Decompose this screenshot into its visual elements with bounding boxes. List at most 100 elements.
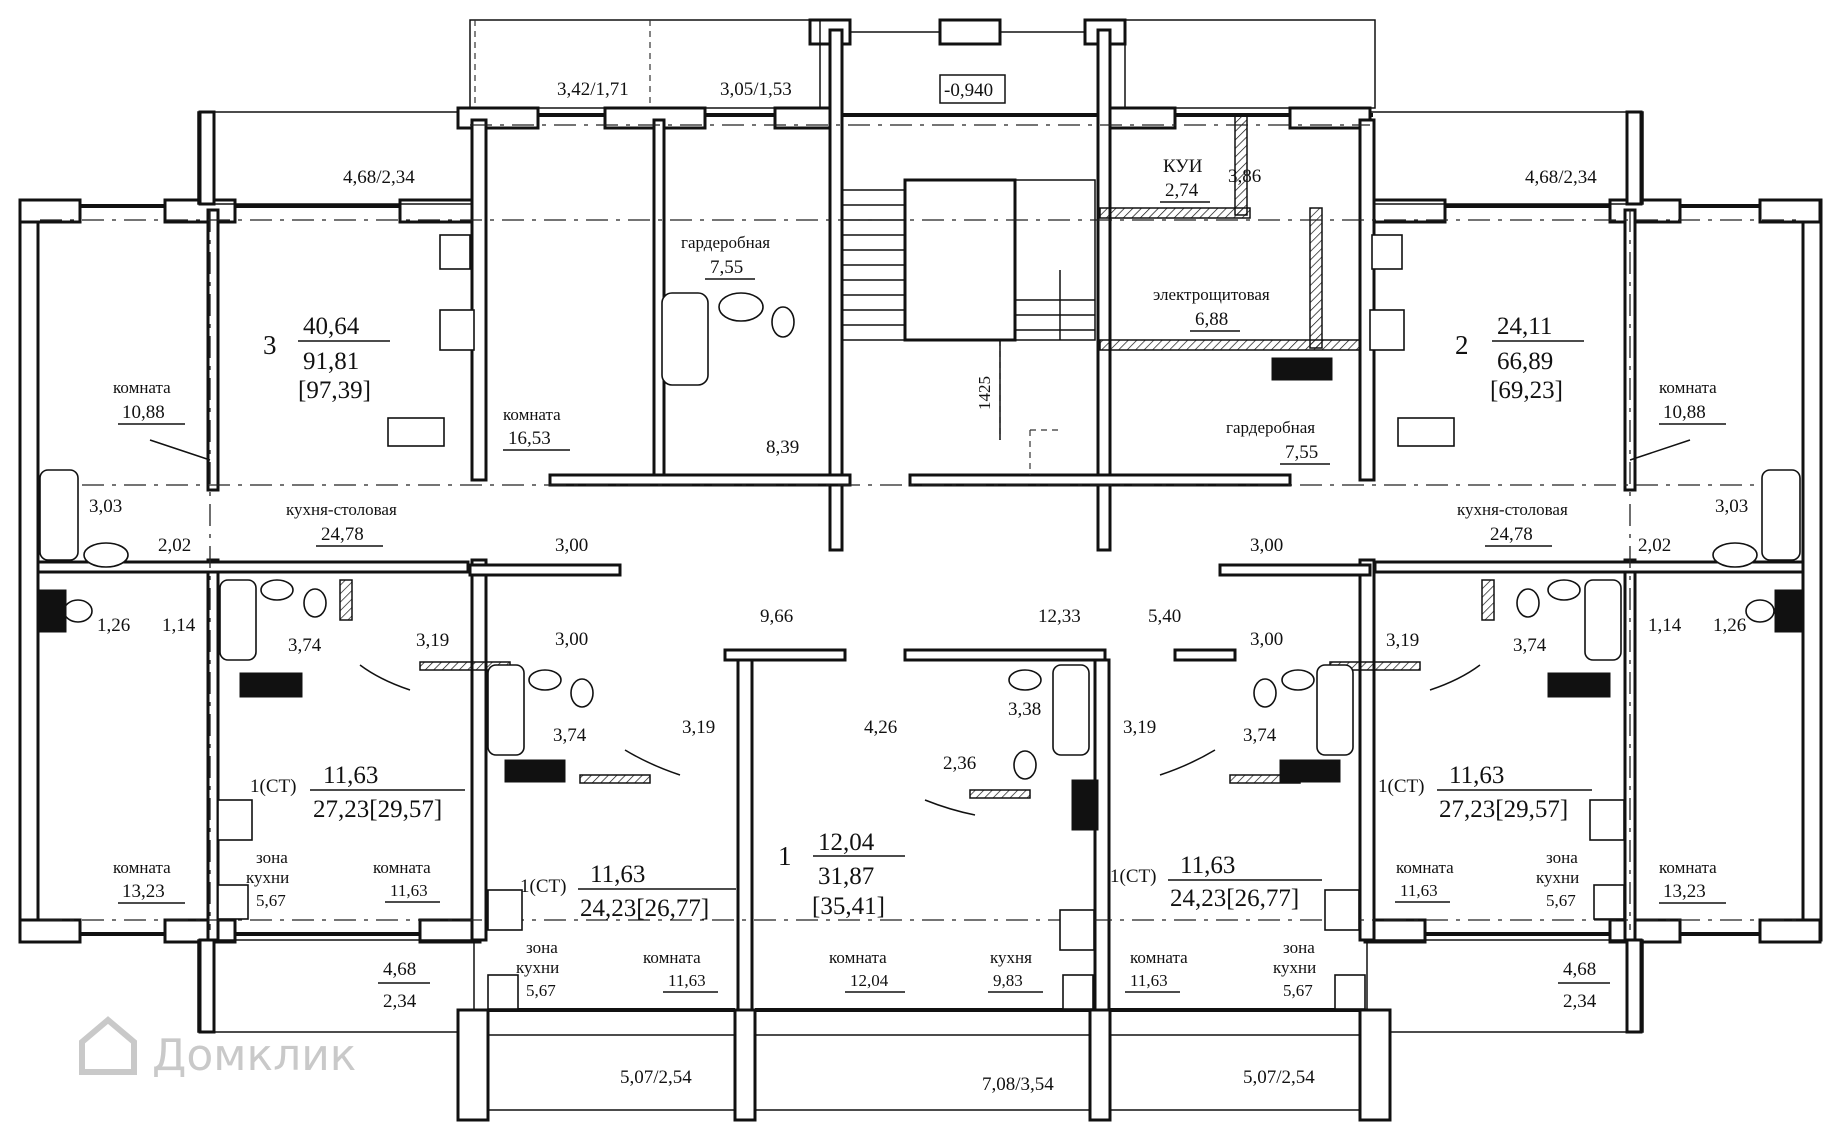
area-c-426: 4,26 [864,717,897,738]
zone-area-l-st1: 5,67 [256,891,286,910]
balcony-area-b-mid: 7,08/3,54 [982,1074,1054,1095]
left-outer-wall [18,198,40,942]
area-c-319a: 3,19 [682,717,715,738]
room-area-r-st1: 11,63 [1400,881,1438,900]
studio-right-outer-total: 27,23[29,57] [1439,796,1568,823]
area-l-303: 3,03 [89,496,122,517]
stair-steps [842,204,1095,340]
room-area-r-wardrobe: 7,55 [1285,442,1318,463]
balcony-area-l-lower-a: 4,68 [383,959,416,980]
studio-left-outer-living: 11,63 [323,762,378,789]
room-label-a1-kitchen: кухня [990,948,1032,967]
studio-left-inner-number: 1(СТ) [520,876,566,897]
room-area-kui: 2,74 [1165,180,1199,201]
room-label-elec: электрощитовая [1153,285,1270,304]
balcony-area-tl: 3,42/1,71 [557,79,629,100]
studio-right-inner-total: 24,23[26,77] [1170,885,1299,912]
area-l-126: 1,26 [97,615,130,636]
apartment-3-total-area: 91,81 [303,348,359,375]
zone-label2-r-st1: кухни [1536,868,1579,887]
watermark: Домклик [79,1016,356,1081]
area-r-374b: 3,74 [1243,725,1277,746]
area-r-319a: 3,19 [1386,630,1419,651]
fixtures [39,234,1802,1010]
watermark-text: Домклик [152,1030,356,1081]
zone-label1-r-st2: зона [1283,938,1315,957]
area-386: 3,86 [1228,166,1261,187]
room-label-r-bottom: комната [1659,858,1717,877]
area-r-300a: 3,00 [1250,535,1283,556]
zone-label2-r-st2: кухни [1273,958,1316,977]
dimension-text: 1425 [975,376,994,410]
apartment-2-summary: 2 24,11 66,89 [69,23] [1455,313,1584,404]
area-c-236: 2,36 [943,753,976,774]
zone-label1-l-st1: зона [256,848,288,867]
room-area-r-st2: 11,63 [1130,971,1168,990]
level-mark: -0,940 [939,74,1006,104]
area-c-338: 3,38 [1008,699,1041,720]
zone-area-r-st1: 5,67 [1546,891,1576,910]
house-icon [79,1016,137,1075]
zone-area-r-st2: 5,67 [1283,981,1313,1000]
balcony-area-l-upper: 4,68/2,34 [343,167,415,188]
room-area-l-top: 10,88 [122,402,165,423]
apartment-1-number: 1 [778,841,792,871]
room-area-l-bottom: 13,23 [122,881,165,902]
room-area-l-kitchen: 24,78 [321,524,364,545]
room-label-r-st1: комната [1396,858,1454,877]
axis-lines [40,124,1800,930]
room-label-r-st2: комната [1130,948,1188,967]
room-label-l-mid: комната [503,405,561,424]
area-l-202: 2,02 [158,535,191,556]
balcony-area-b-left: 5,07/2,54 [620,1067,692,1088]
zone-label2-l-st1: кухни [246,868,289,887]
area-r-126: 1,26 [1713,615,1746,636]
studio-right-inner-living: 11,63 [1180,852,1235,879]
studio-left-inner-summary: 1(СТ) 11,63 24,23[26,77] [520,861,736,922]
apartment-2-with-balcony: [69,23] [1490,377,1563,404]
zone-label2-l-st2: кухни [516,958,559,977]
area-r-300b: 3,00 [1250,629,1283,650]
studio-left-outer-total: 27,23[29,57] [313,796,442,823]
studio-left-inner-total: 24,23[26,77] [580,895,709,922]
room-label-l-st2: комната [643,948,701,967]
room-label-kui: КУИ [1163,156,1203,177]
area-l-114: 1,14 [162,615,196,636]
room-area-a1-kitchen: 9,83 [993,971,1023,990]
studio-left-outer-summary: 1(СТ) 11,63 27,23[29,57] [250,762,465,823]
zone-area-l-st2: 5,67 [526,981,556,1000]
studio-right-outer-living: 11,63 [1449,762,1504,789]
area-r-114: 1,14 [1648,615,1682,636]
area-l-319a: 3,19 [416,630,449,651]
room-area-elec: 6,88 [1195,309,1228,330]
apartment-3-with-balcony: [97,39] [298,377,371,404]
apartment-2-living-area: 24,11 [1497,313,1552,340]
area-c-1233: 12,33 [1038,606,1081,627]
zone-label1-r-st1: зона [1546,848,1578,867]
walls [18,18,1823,1122]
balcony-area-r-lower-a: 4,68 [1563,959,1596,980]
small-area-labels: 3,86 8,39 3,03 2,02 1,26 1,14 3,00 3,74 … [89,166,1748,774]
apartment-2-number: 2 [1455,330,1469,360]
room-area-l-wardrobe: 7,55 [710,257,743,278]
room-area-r-kitchen: 24,78 [1490,524,1533,545]
area-r-374a: 3,74 [1513,635,1547,656]
room-area-l-st1: 11,63 [390,881,428,900]
apartment-1-with-balcony: [35,41] [812,893,885,920]
studio-right-outer-summary: 1(СТ) 11,63 27,23[29,57] [1378,762,1592,823]
area-c-966: 9,66 [760,606,793,627]
room-area-r-bottom: 13,23 [1663,881,1706,902]
area-c-540: 5,40 [1148,606,1181,627]
apartment-3-summary: 3 40,64 91,81 [97,39] [263,313,390,404]
room-area-l-mid: 16,53 [508,428,551,449]
area-839: 8,39 [766,437,799,458]
studio-right-inner-number: 1(СТ) [1110,866,1156,887]
area-c-319b: 3,19 [1123,717,1156,738]
room-area-a1: 12,04 [850,971,889,990]
studio-right-inner-summary: 1(СТ) 11,63 24,23[26,77] [1110,852,1322,912]
apartment-1-total-area: 31,87 [818,863,874,890]
room-label-r-kitchen: кухня-столовая [1457,500,1568,519]
room-label-l-kitchen: кухня-столовая [286,500,397,519]
